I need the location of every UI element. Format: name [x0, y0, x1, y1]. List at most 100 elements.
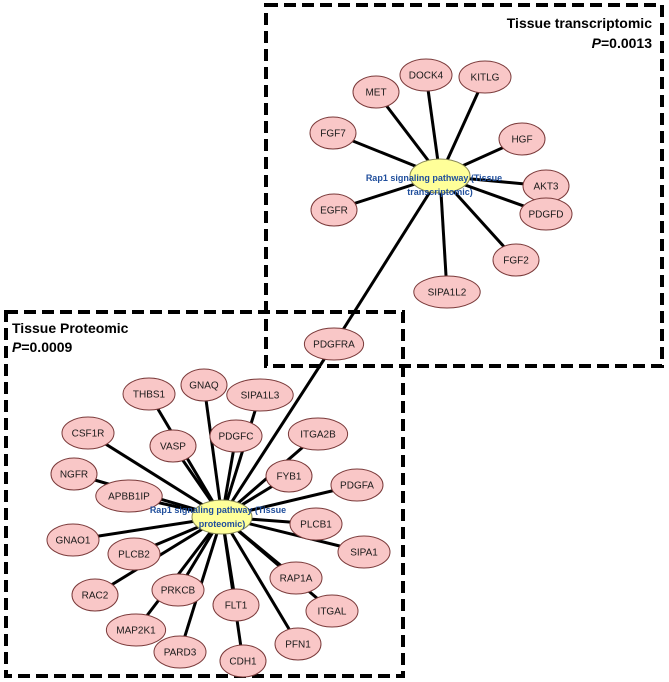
gene-node-shape [226, 378, 294, 412]
gene-node-flt1[interactable]: FLT1 [212, 588, 260, 622]
gene-node-map2k1[interactable]: MAP2K1 [105, 613, 167, 647]
gene-node-label: GNAO1 [55, 536, 90, 547]
gene-node-fyb1[interactable]: FYB1 [265, 459, 313, 493]
gene-node-ngfr[interactable]: NGFR [50, 457, 98, 491]
gene-node-label: MAP2K1 [116, 626, 156, 637]
gene-node-shape [212, 588, 260, 622]
gene-node-sipa1l3[interactable]: SIPA1L3 [226, 378, 294, 412]
gene-node-shape [519, 197, 573, 231]
edge-proteomic-csf1r [87, 431, 223, 519]
edge-shared-proteomic [220, 343, 336, 518]
gene-node-shape [498, 122, 546, 156]
gene-node-shape [122, 377, 176, 411]
gene-node-prkcb[interactable]: PRKCB [151, 573, 205, 607]
gene-node-met[interactable]: MET [352, 75, 400, 109]
gene-node-label: FGF7 [320, 129, 346, 140]
hub-transcriptomic-label-2: transcriptomic) [407, 187, 473, 197]
gene-node-sipa1[interactable]: SIPA1 [337, 535, 391, 569]
transcriptomic-pvalue: P=0.0013 [592, 35, 653, 51]
gene-node-label: CSF1R [72, 429, 105, 440]
gene-node-pdgfa[interactable]: PDGFA [330, 468, 384, 502]
gene-node-shape [95, 479, 163, 513]
gene-node-pdgfc[interactable]: PDGFC [209, 419, 263, 453]
hub-transcriptomic-label-1: Rap1 signaling pathway (Tissue [366, 173, 502, 183]
gene-node-akt3[interactable]: AKT3 [522, 169, 570, 203]
gene-node-label: RAP1A [280, 574, 313, 585]
gene-node-label: RAC2 [82, 591, 109, 602]
gene-node-label: PDGFRA [313, 340, 355, 351]
gene-node-vasp[interactable]: VASP [149, 429, 197, 463]
gene-node-shape [149, 429, 197, 463]
gene-node-shape [50, 457, 98, 491]
gene-node-rac2[interactable]: RAC2 [71, 578, 119, 612]
gene-node-shape [352, 75, 400, 109]
gene-node-pdgfd[interactable]: PDGFD [519, 197, 573, 231]
gene-node-shape [153, 635, 207, 669]
gene-node-label: PDGFC [219, 432, 254, 443]
gene-node-label: THBS1 [133, 390, 166, 401]
gene-node-pfn1[interactable]: PFN1 [274, 627, 322, 661]
gene-node-label: VASP [160, 442, 186, 453]
gene-node-egfr[interactable]: EGFR [310, 193, 358, 227]
gene-node-label: SIPA1L3 [241, 391, 280, 402]
gene-node-hgf[interactable]: HGF [498, 122, 546, 156]
gene-node-cdh1[interactable]: CDH1 [219, 644, 267, 678]
gene-node-fgf2[interactable]: FGF2 [492, 243, 540, 277]
hub-proteomic-label-1: Rap1 signaling pathway (Tissue [150, 505, 286, 515]
gene-node-label: MET [365, 88, 386, 99]
gene-node-label: KITLG [471, 73, 500, 84]
gene-node-shape [219, 644, 267, 678]
gene-node-sipa1l2[interactable]: SIPA1L2 [413, 275, 481, 309]
hub-transcriptomic[interactable]: Rap1 signaling pathway (Tissue transcrip… [366, 158, 502, 197]
gene-node-csf1r[interactable]: CSF1R [61, 416, 115, 450]
proteomic-title: Tissue Proteomic [12, 320, 129, 336]
gene-node-shape [151, 573, 205, 607]
gene-node-shape [287, 417, 349, 451]
gene-node-shape [309, 116, 357, 150]
gene-node-shape [105, 613, 167, 647]
gene-node-shape [337, 535, 391, 569]
gene-node-shape [330, 468, 384, 502]
gene-node-fgf7[interactable]: FGF7 [309, 116, 357, 150]
edge-proteomic-pfn1 [220, 516, 300, 645]
gene-node-label: CDH1 [229, 657, 257, 668]
gene-node-pard3[interactable]: PARD3 [153, 635, 207, 669]
edge-proteomic-map2k1 [134, 516, 224, 631]
gene-node-label: APBB1IP [108, 492, 150, 503]
gene-node-rap1a[interactable]: RAP1A [269, 561, 323, 595]
gene-node-gnaq[interactable]: GNAQ [180, 368, 228, 402]
gene-node-itga2b[interactable]: ITGA2B [287, 417, 349, 451]
gene-node-label: AKT3 [533, 182, 558, 193]
gene-node-shape [71, 578, 119, 612]
edge-proteomic-gnaq [202, 384, 224, 518]
gene-node-kitlg[interactable]: KITLG [458, 60, 512, 94]
gene-node-shape [303, 327, 365, 361]
gene-node-shape [107, 537, 161, 571]
gene-node-shape [274, 627, 322, 661]
gene-node-shape [458, 60, 512, 94]
gene-node-itgal[interactable]: ITGAL [305, 594, 359, 628]
gene-node-shape [180, 368, 228, 402]
gene-node-label: SIPA1 [350, 548, 378, 559]
gene-node-plcb2[interactable]: PLCB2 [107, 537, 161, 571]
gene-node-apbb1ip[interactable]: APBB1IP [95, 479, 163, 513]
gene-node-plcb1[interactable]: PLCB1 [289, 507, 343, 541]
edge-shared-transcriptomic [332, 175, 442, 345]
gene-node-label: PLCB1 [300, 520, 332, 531]
gene-node-shape [413, 275, 481, 309]
hub-proteomic[interactable]: Rap1 signaling pathway (Tissue proteomic… [150, 499, 286, 535]
gene-node-gnao1[interactable]: GNAO1 [46, 523, 100, 557]
gene-node-label: FGF2 [503, 256, 529, 267]
gene-node-label: FLT1 [225, 601, 248, 612]
gene-node-label: HGF [511, 135, 532, 146]
gene-node-label: SIPA1L2 [428, 288, 467, 299]
gene-node-dock4[interactable]: DOCK4 [399, 58, 453, 92]
gene-node-pdgfra[interactable]: PDGFRA [303, 327, 365, 361]
gene-node-shape [269, 561, 323, 595]
gene-node-label: PDGFD [529, 210, 564, 221]
hub-proteomic-label-2: proteomic) [199, 519, 246, 529]
gene-node-shape [46, 523, 100, 557]
gene-node-label: NGFR [60, 470, 88, 481]
gene-node-label: DOCK4 [409, 71, 444, 82]
gene-node-thbs1[interactable]: THBS1 [122, 377, 176, 411]
